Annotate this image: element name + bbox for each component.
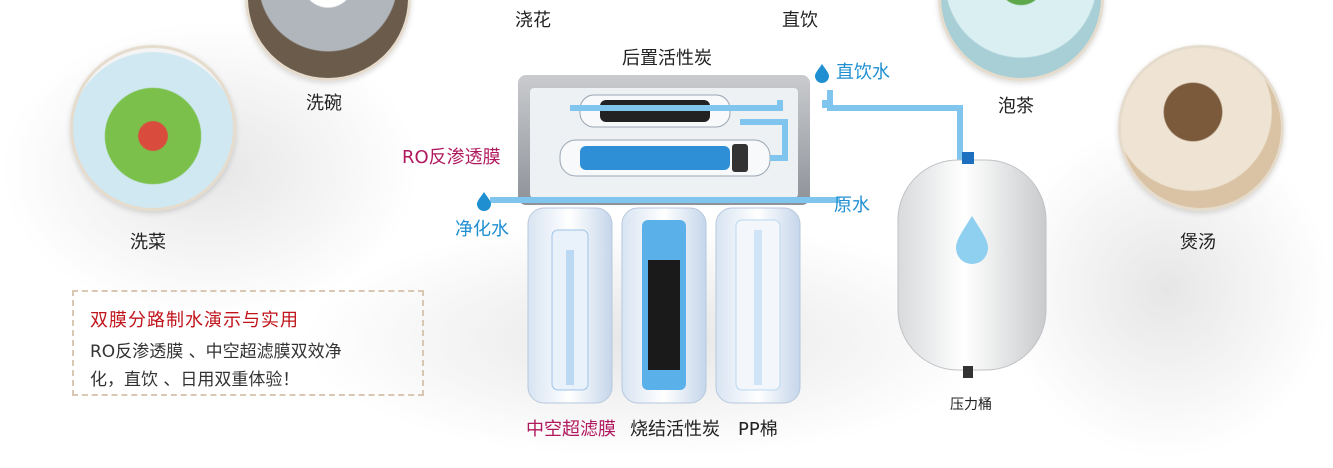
make-tea-label: 泡茶: [998, 96, 1034, 117]
post-carbon-label: 后置活性炭: [622, 48, 712, 69]
promo-title: 双膜分路制水演示与实用: [90, 310, 299, 331]
soup-photo: [1118, 45, 1284, 211]
wash-flowers-label: 浇花: [515, 10, 551, 31]
raw-water-label: 原水: [834, 195, 870, 216]
promo-card: 双膜分路制水演示与实用 RO反渗透膜 、中空超滤膜双效净 化，直饮 、日用双重体…: [72, 290, 424, 396]
sintered-carbon-label: 烧结活性炭: [630, 419, 720, 440]
pp-cotton-housing: [715, 207, 801, 404]
purified-water-drop-icon: [477, 192, 491, 211]
pressure-tank: [897, 152, 1047, 378]
promo-line-2: 化，直饮 、日用双重体验！: [90, 370, 300, 390]
purified-water-label: 净化水: [455, 219, 509, 240]
hollow-fiber-label: 中空超滤膜: [526, 419, 616, 440]
purifier-diagram: [477, 64, 1047, 404]
wash-vegetables-label: 洗菜: [130, 232, 166, 253]
water-drop-icon: [956, 216, 988, 264]
promo-text: RO反渗透膜 、中空超滤膜双效净 化，直饮 、日用双重体验！: [90, 338, 406, 394]
direct-water-label: 直饮水: [836, 62, 890, 83]
sintered-carbon-housing: [621, 207, 707, 404]
promo-line-1: RO反渗透膜 、中空超滤膜双效净: [90, 342, 342, 362]
direct-drink-label: 直饮: [782, 10, 818, 31]
pp-cotton-label: PP棉: [738, 419, 778, 440]
wash-vegetables-photo: [70, 45, 236, 211]
direct-water-drop-icon: [815, 64, 829, 83]
stew-soup-label: 煲汤: [1180, 232, 1216, 253]
wash-bowls-label: 洗碗: [306, 93, 342, 114]
flow-lines: [550, 90, 963, 203]
ro-membrane-cartridge: [559, 139, 771, 177]
pressure-tank-label: 压力桶: [950, 397, 992, 413]
hollow-fiber-housing: [527, 207, 613, 404]
ro-membrane-label: RO反渗透膜: [402, 147, 501, 168]
